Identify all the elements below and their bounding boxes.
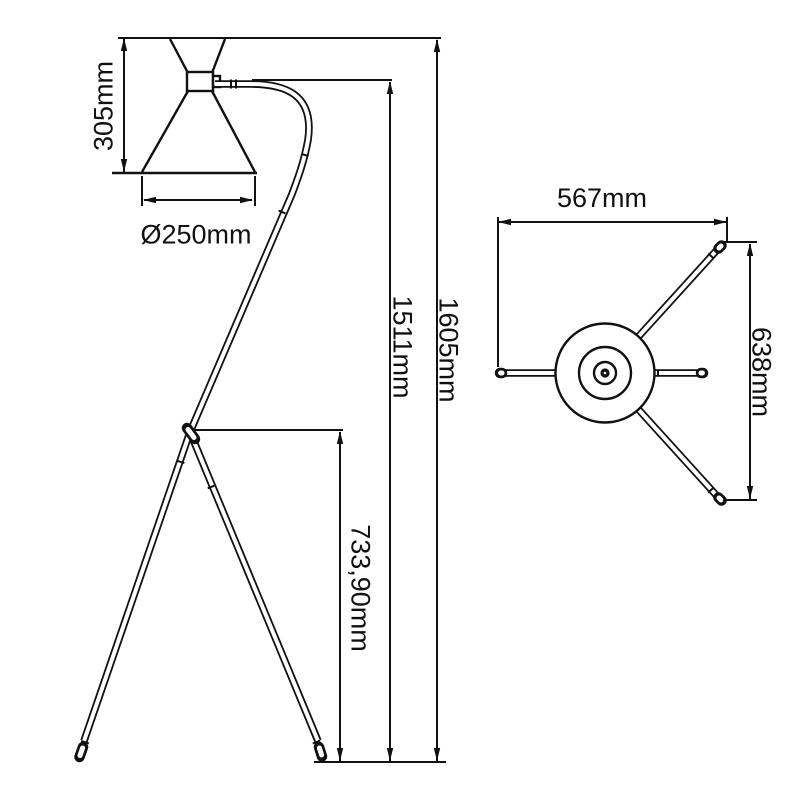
center-dot-hole [603, 371, 607, 375]
leg-lower-right-core [637, 408, 719, 498]
top-view: 567mm 638mm [494, 183, 777, 506]
dimension-base-depth: 638mm [723, 241, 777, 501]
dimension-shade-height: 305mm [88, 38, 128, 172]
dim-label-shade-height: 305mm [88, 61, 118, 151]
right-foot-tick [312, 739, 321, 745]
arrowhead-up [120, 38, 128, 51]
dim-label-shade-diameter: Ø250mm [140, 219, 251, 249]
leg-lower-right-cap-core [716, 495, 724, 503]
knee-joint-core [185, 427, 197, 440]
arrowhead-down [386, 748, 394, 761]
arrowhead-up [433, 39, 441, 52]
arrowhead-right [240, 196, 253, 204]
arrowhead-left [498, 218, 511, 226]
arrowhead-up [746, 243, 754, 256]
shade-cone-right [210, 90, 257, 173]
arrowhead-down [746, 486, 754, 499]
lamp-frame [74, 79, 328, 763]
side-view: 305mm Ø250mm 733,90mm 1511mm [74, 37, 464, 763]
right-foot-cap-core [316, 745, 325, 758]
left-leg-joint-tick [177, 459, 185, 465]
left-foot-cap-core [77, 745, 86, 758]
shade-cone-left [140, 90, 190, 173]
dim-label-base-height: 733,90mm [346, 524, 376, 652]
dim-label-arm-height: 1511mm [388, 295, 418, 398]
base-legs [494, 240, 727, 506]
leg-lower-right-tick [707, 486, 715, 494]
dimension-shade-diameter: Ø250mm [140, 196, 253, 249]
dimension-arm-height: 1511mm [386, 81, 418, 761]
curve-joint-tick [301, 152, 309, 158]
arrowhead-up [386, 81, 394, 94]
lamp-shade [112, 38, 257, 175]
shade-plan [554, 322, 656, 424]
dim-label-base-width: 567mm [557, 183, 647, 213]
arrowhead-down [120, 159, 128, 172]
arrowhead-down [433, 748, 441, 761]
arrowhead-right [714, 218, 727, 226]
shade-top-cone-right [210, 38, 227, 74]
leg-upper-right-core [637, 248, 719, 338]
dimension-total-height: 1605mm [434, 39, 464, 761]
arrowhead-down [336, 748, 344, 761]
leg-upper-right-tick [707, 252, 715, 260]
leg-upper-right-cap-core [716, 243, 724, 251]
lamp-arm-pole-core [188, 82, 320, 742]
arrowhead-left [143, 196, 156, 204]
pole-joint-tick [278, 209, 286, 215]
dim-label-base-depth: 638mm [747, 327, 777, 417]
shade-hub [185, 70, 215, 93]
shade-top-cone-left [168, 38, 190, 74]
dimension-base-height: 733,90mm [336, 431, 376, 761]
dim-label-total-height: 1605mm [434, 297, 464, 402]
lamp-left-leg-core [82, 431, 192, 742]
arrowhead-up [336, 431, 344, 444]
right-leg-joint-tick [207, 484, 215, 490]
dimension-base-width: 567mm [497, 183, 728, 367]
